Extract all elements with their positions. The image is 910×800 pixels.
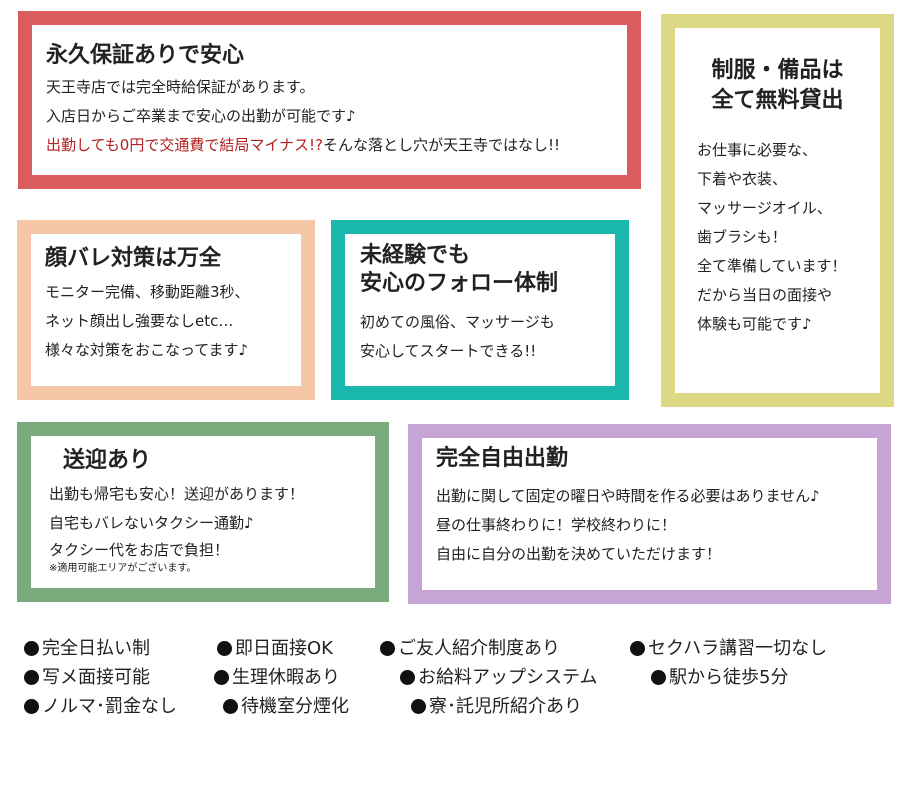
box-line: 自由に自分の出勤を決めていただけます！ (436, 545, 722, 563)
bullet-icon (630, 641, 645, 656)
box-line: 下着や衣装、 (697, 170, 788, 188)
box-body: 初めての風俗、マッサージも 安心してスタートできる!! (360, 308, 605, 366)
feature-item: ノルマ･罰金なし (24, 692, 177, 721)
box-line: お仕事に必要な、 (697, 141, 818, 159)
box-line: 体験も可能です♪ (697, 315, 812, 333)
feature-item: セクハラ講習一切なし (630, 634, 827, 663)
feature-row: 写メ面接可能 生理休暇あり お給料アップシステム 駅から徒歩5分 (24, 663, 904, 692)
box-title: 完全自由出勤 (436, 446, 569, 471)
feature-label: 完全日払い制 (42, 638, 150, 659)
feature-item: ご友人紹介制度あり (380, 634, 560, 663)
feature-row: 完全日払い制 即日面接OK ご友人紹介制度あり セクハラ講習一切なし (24, 634, 904, 663)
box-line: 出勤も帰宅も安心！送迎があります！ (49, 485, 305, 503)
box-title: 未経験でも 安心のフォロー体制 (360, 242, 605, 298)
feature-label: ご友人紹介制度あり (398, 638, 560, 659)
box-line: マッサージオイル、 (697, 199, 832, 217)
bullet-icon (24, 641, 39, 656)
feature-label: 生理休暇あり (232, 667, 340, 688)
bullet-icon (223, 699, 238, 714)
box-line: 様々な対策をおこなってます♪ (45, 341, 249, 359)
box-line: 歯ブラシも！ (697, 228, 787, 246)
feature-label: ノルマ･罰金なし (42, 696, 177, 717)
box-line: 全て準備しています！ (697, 257, 847, 275)
feature-item: 寮･託児所紹介あり (411, 692, 582, 721)
box-title: 永久保証ありで安心 (46, 43, 245, 68)
bullet-icon (217, 641, 232, 656)
feature-label: 寮･託児所紹介あり (429, 696, 582, 717)
box-line: 自宅もバレないタクシー通勤♪ (49, 514, 254, 532)
box-line: 天王寺店では完全時給保証があります。 (46, 78, 315, 96)
box-line-tail: そんな落とし穴が天王寺ではなし!! (323, 136, 561, 154)
box-title-line: 未経験でも (360, 243, 471, 268)
box-line: モニター完備、移動距離3秒、 (45, 283, 250, 301)
box-line: タクシー代をお店で負担！ (49, 541, 230, 559)
feature-label: セクハラ講習一切なし (648, 638, 828, 659)
box-free-schedule: 完全自由出勤 出勤に関して固定の曜日や時間を作る必要はありません♪ 昼の仕事終わ… (408, 424, 891, 604)
box-line: 安心してスタートできる!! (360, 342, 537, 360)
box-line: だから当日の面接や (697, 286, 833, 304)
box-title-line: 安心のフォロー体制 (360, 271, 559, 296)
box-line: ネット顔出し強要なしetc… (45, 312, 234, 330)
box-beginner-support: 未経験でも 安心のフォロー体制 初めての風俗、マッサージも 安心してスタートでき… (331, 220, 629, 400)
feature-item: 完全日払い制 (24, 634, 150, 663)
feature-label: 即日面接OK (235, 638, 333, 659)
highlight-text: 出勤しても0円で交通費で結局マイナス!? (46, 136, 324, 154)
bullet-icon (24, 699, 39, 714)
feature-item: お給料アップシステム (400, 663, 597, 692)
feature-label: 写メ面接可能 (42, 667, 150, 688)
box-pickup-service: 送迎あり 出勤も帰宅も安心！送迎があります！ 自宅もバレないタクシー通勤♪ タク… (17, 422, 389, 602)
box-line: 初めての風俗、マッサージも (360, 313, 555, 331)
bullet-icon (24, 670, 39, 685)
box-face-protection: 顔バレ対策は万全 モニター完備、移動距離3秒、 ネット顔出し強要なしetc… 様… (17, 220, 315, 400)
feature-list: 完全日払い制 即日面接OK ご友人紹介制度あり セクハラ講習一切なし 写メ面接可… (24, 634, 904, 721)
box-line-mixed: 出勤しても0円で交通費で結局マイナス!?そんな落とし穴が天王寺ではなし!! (46, 131, 613, 160)
box-title: 顔バレ対策は万全 (45, 246, 222, 271)
bullet-icon (380, 641, 395, 656)
box-permanent-guarantee: 永久保証ありで安心 天王寺店では完全時給保証があります。 入店日からご卒業まで安… (18, 11, 641, 189)
box-title: 送迎あり (63, 448, 152, 473)
box-body: 天王寺店では完全時給保証があります。 入店日からご卒業まで安心の出勤が可能です♪… (46, 73, 613, 160)
bullet-icon (214, 670, 229, 685)
box-title-line: 制服・備品は (711, 58, 844, 83)
feature-label: 待機室分煙化 (241, 696, 349, 717)
box-line: 入店日からご卒業まで安心の出勤が可能です♪ (46, 107, 356, 125)
box-body: モニター完備、移動距離3秒、 ネット顔出し強要なしetc… 様々な対策をおこなっ… (45, 278, 291, 365)
box-title-line: 全て無料貸出 (711, 88, 844, 113)
feature-item: 写メ面接可能 (24, 663, 150, 692)
box-title: 制服・備品は 全て無料貸出 (689, 56, 866, 116)
box-body: 出勤も帰宅も安心！送迎があります！ 自宅もバレないタクシー通勤♪ タクシー代をお… (49, 480, 365, 576)
feature-item: 待機室分煙化 (223, 692, 349, 721)
box-body: 出勤に関して固定の曜日や時間を作る必要はありません♪ 昼の仕事終わりに！学校終わ… (436, 482, 867, 569)
feature-label: 駅から徒歩5分 (669, 667, 789, 688)
feature-item: 駅から徒歩5分 (651, 663, 788, 692)
box-note: ※適用可能エリアがございます。 (49, 563, 197, 574)
box-line: 出勤に関して固定の曜日や時間を作る必要はありません♪ (436, 487, 820, 505)
feature-label: お給料アップシステム (418, 667, 598, 688)
feature-item: 生理休暇あり (214, 663, 340, 692)
bullet-icon (651, 670, 666, 685)
feature-row: ノルマ･罰金なし 待機室分煙化 寮･託児所紹介あり (24, 692, 904, 721)
box-line: 昼の仕事終わりに！学校終わりに！ (436, 516, 677, 534)
bullet-icon (411, 699, 426, 714)
feature-item: 即日面接OK (217, 634, 333, 663)
box-body: お仕事に必要な、 下着や衣装、 マッサージオイル、 歯ブラシも！ 全て準備してい… (697, 136, 866, 339)
box-free-uniform: 制服・備品は 全て無料貸出 お仕事に必要な、 下着や衣装、 マッサージオイル、 … (661, 14, 894, 407)
bullet-icon (400, 670, 415, 685)
